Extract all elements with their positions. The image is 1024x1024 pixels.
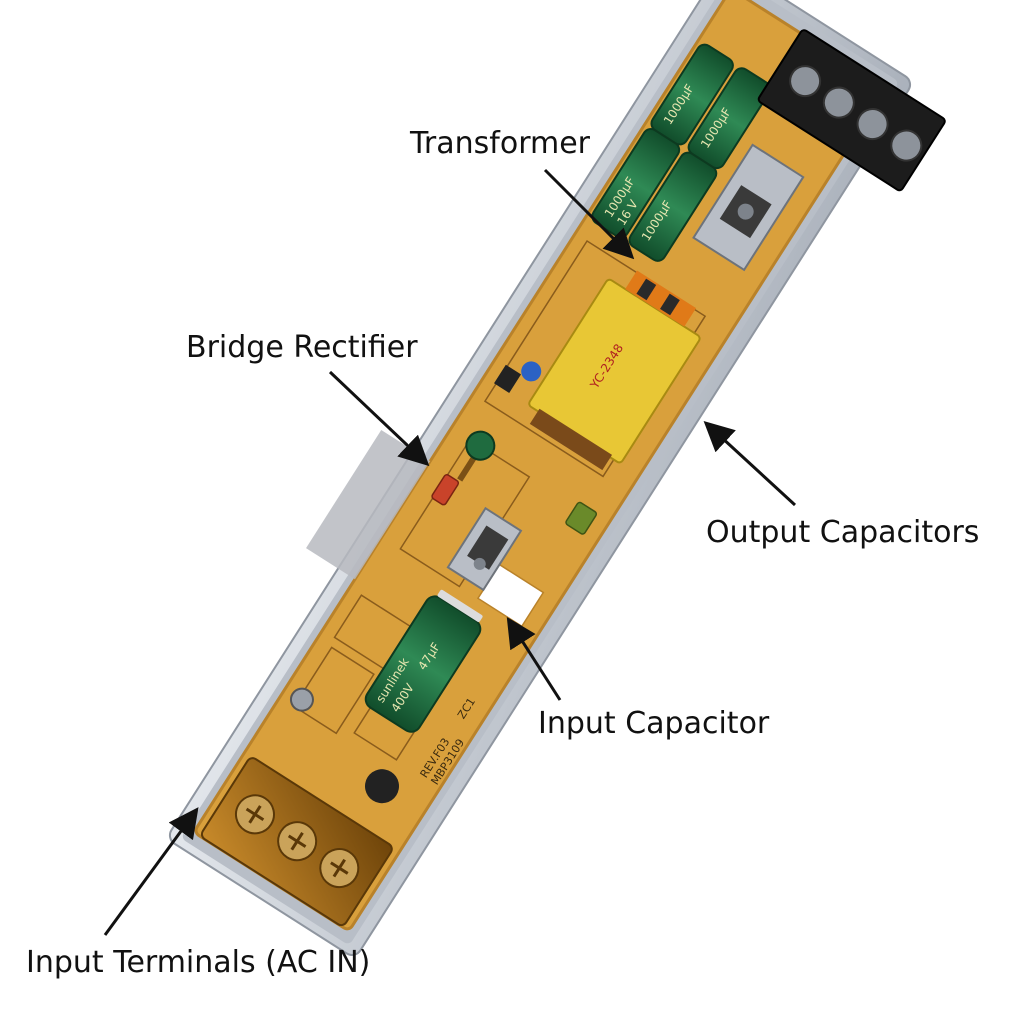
leader-transformer bbox=[543, 168, 635, 260]
output-rectifier-heatsink bbox=[692, 143, 805, 272]
leader-input-capacitor bbox=[506, 616, 562, 701]
input-capacitor: sunlinek 400V 47µF bbox=[364, 589, 483, 733]
leader-bridge-rectifier bbox=[328, 370, 430, 467]
label-bridge-rectifier: Bridge Rectifier bbox=[186, 330, 418, 365]
insulation-sheet bbox=[306, 430, 431, 580]
aux-capacitor bbox=[465, 430, 496, 461]
film-capacitor bbox=[565, 501, 598, 535]
output-capacitor: 1000µF bbox=[628, 151, 718, 262]
terminal-screws-input bbox=[234, 794, 360, 889]
transformer: YC-2348 bbox=[528, 270, 701, 471]
switching-transistor-heatsink bbox=[446, 506, 523, 592]
power-supply-board-photo: REV.F03 MBP3109 ZC1 202405 sunlinek 400V… bbox=[168, 0, 946, 956]
control-ic bbox=[494, 364, 522, 393]
output-capacitors: 1000µF 16 V 1000µF 1000µF 1000µF bbox=[591, 43, 771, 262]
y-capacitor bbox=[521, 361, 542, 382]
leader-output-capacitors bbox=[703, 420, 797, 507]
label-output-capacitors: Output Capacitors bbox=[706, 515, 979, 550]
leader-input-terminals bbox=[103, 807, 199, 936]
ntc-thermistor bbox=[364, 769, 399, 804]
mounting-screw bbox=[289, 687, 314, 712]
label-input-capacitor: Input Capacitor bbox=[538, 706, 770, 741]
label-transformer: Transformer bbox=[409, 126, 591, 161]
label-input-terminals: Input Terminals (AC IN) bbox=[26, 945, 370, 980]
input-terminal-block bbox=[200, 757, 393, 927]
output-terminal-block bbox=[757, 29, 946, 192]
